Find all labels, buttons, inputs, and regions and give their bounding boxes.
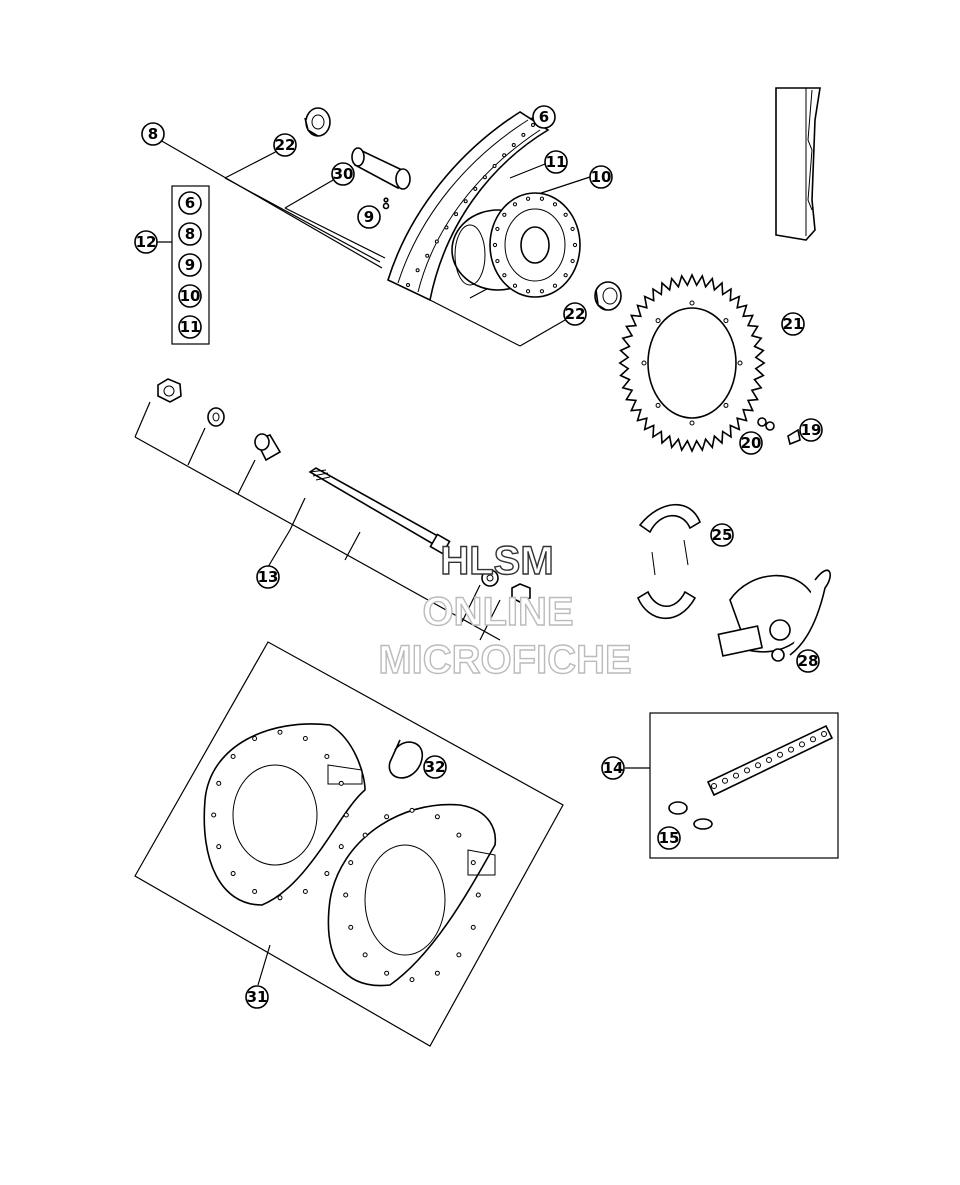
callout-22-lower: 22 xyxy=(563,302,587,326)
svg-text:14: 14 xyxy=(603,759,624,777)
callout-28: 28 xyxy=(796,649,820,673)
chain-kit-box xyxy=(649,712,839,859)
callout-15: 15 xyxy=(657,826,681,850)
svg-text:28: 28 xyxy=(798,652,819,670)
kit-12-item-2: 8 xyxy=(178,222,202,246)
callout-11: 11 xyxy=(544,150,568,174)
svg-text:25: 25 xyxy=(712,526,733,544)
svg-text:12: 12 xyxy=(136,233,157,251)
callout-25: 25 xyxy=(710,523,734,547)
axle-washer-right xyxy=(481,569,499,587)
rim xyxy=(387,111,550,302)
kit-12-box xyxy=(171,185,210,345)
svg-text:11: 11 xyxy=(180,318,201,336)
callout-13: 13 xyxy=(256,565,280,589)
sprocket xyxy=(618,273,766,453)
svg-text:19: 19 xyxy=(801,421,822,439)
svg-text:31: 31 xyxy=(247,988,268,1006)
svg-text:8: 8 xyxy=(148,125,158,143)
svg-text:9: 9 xyxy=(185,256,195,274)
watermark: HLSM ONLINE MICROFICHE xyxy=(378,538,633,682)
axle-nut-right xyxy=(511,583,531,603)
tire-section xyxy=(775,87,821,241)
svg-text:22: 22 xyxy=(275,136,296,154)
callout-22-upper: 22 xyxy=(273,133,297,157)
sprocket-bolt-washer xyxy=(757,417,801,446)
callout-20: 20 xyxy=(739,431,763,455)
svg-text:6: 6 xyxy=(539,108,549,126)
kit-12-item-4: 10 xyxy=(178,284,202,308)
kit-12-item-5: 11 xyxy=(178,315,202,339)
svg-text:11: 11 xyxy=(546,153,567,171)
svg-text:6: 6 xyxy=(185,194,195,212)
bearing-upper xyxy=(304,107,331,137)
axle-nut-left xyxy=(157,378,182,403)
gasket-kit-box xyxy=(134,641,564,1047)
svg-text:MICROFICHE: MICROFICHE xyxy=(378,638,631,682)
callout-19: 19 xyxy=(799,418,823,442)
callout-32: 32 xyxy=(423,755,447,779)
callout-8: 8 xyxy=(141,122,165,146)
svg-text:10: 10 xyxy=(180,287,201,305)
callout-21: 21 xyxy=(781,312,805,336)
bearing-lower xyxy=(594,281,622,311)
axle-spacer xyxy=(254,433,282,462)
spacer-tube xyxy=(351,147,411,190)
axle xyxy=(308,467,451,555)
brake-shoes xyxy=(636,503,701,620)
callout-12: 12 xyxy=(134,230,158,254)
svg-text:ONLINE: ONLINE xyxy=(422,590,573,634)
svg-text:21: 21 xyxy=(783,315,804,333)
svg-text:8: 8 xyxy=(185,225,195,243)
svg-text:9: 9 xyxy=(364,208,374,226)
callout-9: 9 xyxy=(357,205,381,229)
callout-31: 31 xyxy=(245,985,269,1009)
kit-12-item-1: 6 xyxy=(178,191,202,215)
svg-text:20: 20 xyxy=(741,434,762,452)
svg-text:10: 10 xyxy=(591,168,612,186)
small-screw xyxy=(382,197,390,210)
svg-text:HLSM: HLSM xyxy=(440,539,553,583)
kit-12-item-3: 9 xyxy=(178,253,202,277)
brake-plate xyxy=(717,569,831,662)
svg-text:13: 13 xyxy=(258,568,279,586)
svg-text:30: 30 xyxy=(333,165,354,183)
svg-text:32: 32 xyxy=(425,758,446,776)
callout-10: 10 xyxy=(589,165,613,189)
callout-14: 14 xyxy=(601,756,625,780)
axle-washer-left xyxy=(207,407,225,427)
callout-30: 30 xyxy=(331,162,355,186)
svg-text:22: 22 xyxy=(565,305,586,323)
callout-6: 6 xyxy=(532,105,556,129)
hub xyxy=(451,192,581,298)
svg-text:15: 15 xyxy=(659,829,680,847)
